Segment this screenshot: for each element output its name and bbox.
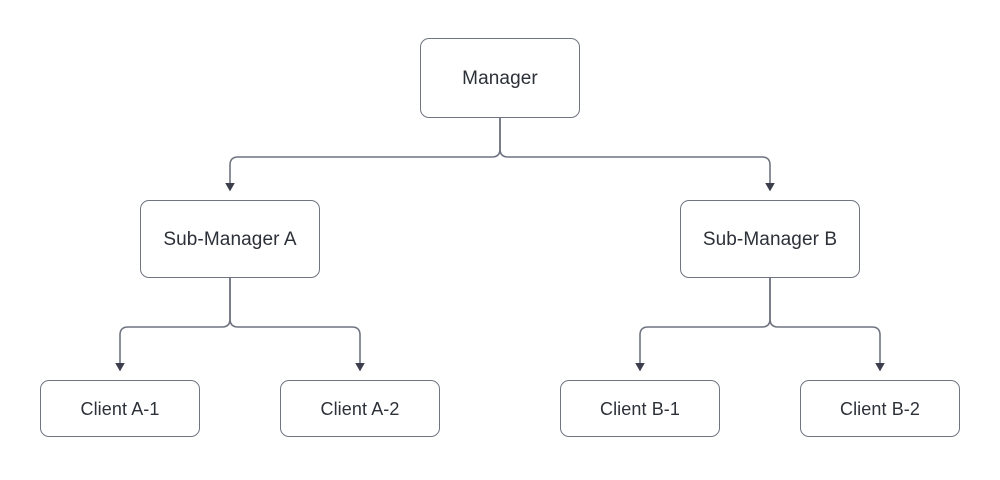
- node-sub-manager-a[interactable]: Sub-Manager A: [140, 200, 320, 278]
- node-client-a-1[interactable]: Client A-1: [40, 380, 200, 437]
- node-client-a-1-label: Client A-1: [80, 398, 160, 419]
- node-sub-manager-b[interactable]: Sub-Manager B: [680, 200, 860, 278]
- node-manager[interactable]: Manager: [420, 38, 580, 118]
- node-client-b-2-label: Client B-2: [839, 398, 921, 419]
- node-client-b-2[interactable]: Client B-2: [800, 380, 960, 437]
- node-sub-manager-a-label: Sub-Manager A: [163, 228, 297, 250]
- node-client-a-2[interactable]: Client A-2: [280, 380, 440, 437]
- edge-sub-manager-a-client-a-2: [229, 278, 365, 372]
- node-client-b-1-label: Client B-1: [599, 398, 681, 419]
- edge-sub-manager-a-client-a-1: [115, 278, 231, 372]
- node-client-b-1[interactable]: Client B-1: [560, 380, 720, 437]
- edge-manager-sub-manager-a: [225, 118, 501, 192]
- edge-sub-manager-b-client-b-2: [769, 278, 885, 372]
- edge-manager-sub-manager-b: [499, 118, 775, 192]
- node-client-a-2-label: Client A-2: [320, 398, 400, 419]
- edge-sub-manager-b-client-b-1: [635, 278, 771, 372]
- node-sub-manager-b-label: Sub-Manager B: [702, 228, 838, 250]
- node-manager-label: Manager: [462, 67, 538, 89]
